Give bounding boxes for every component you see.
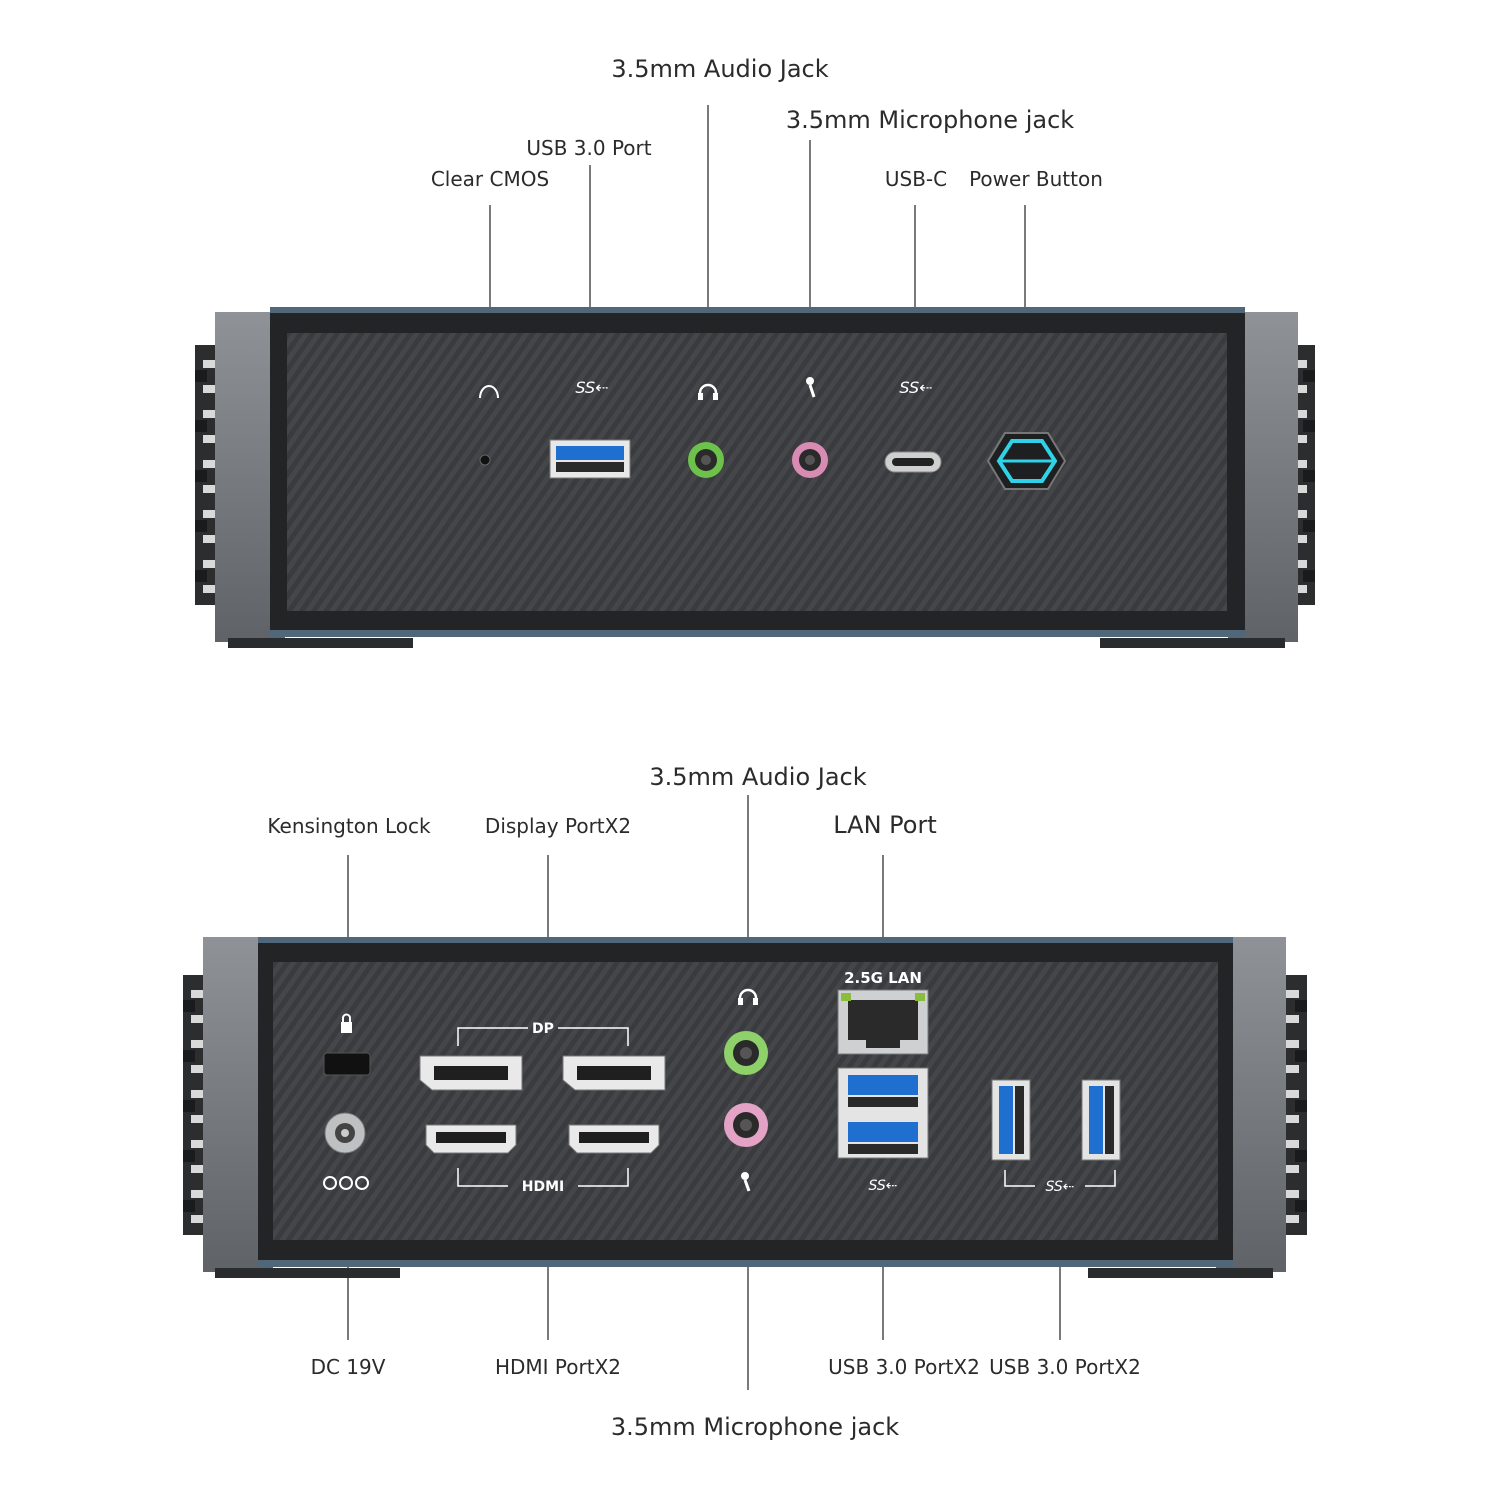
- lan-text: 2.5G LAN: [844, 969, 922, 987]
- label-lan-port: LAN Port: [833, 811, 937, 839]
- label-front-mic-jack: 3.5mm Microphone jack: [785, 106, 1075, 134]
- label-dc-19v: DC 19V: [310, 1355, 386, 1379]
- hdmi-text: HDMI: [522, 1179, 564, 1195]
- dp-text: DP: [532, 1021, 554, 1037]
- label-usb-stack: USB 3.0 PortX2: [828, 1355, 980, 1379]
- back-device: DP HDMI 2.5G LAN: [183, 795, 1307, 1390]
- label-back-mic-jack: 3.5mm Microphone jack: [610, 1413, 900, 1441]
- hdmi-bracket: [457, 1168, 629, 1187]
- dc-polarity-icon: [323, 1176, 369, 1190]
- label-displayport: Display PortX2: [484, 814, 632, 838]
- back-panel: [273, 962, 1218, 1240]
- usb-stack-ss-icon: SS⇠: [868, 1178, 897, 1194]
- usb-pair-ss-icon: SS⇠: [1045, 1179, 1074, 1195]
- label-front-usb30: USB 3.0 Port: [526, 136, 652, 160]
- usb-ss-icon: SS⇠: [575, 378, 608, 397]
- clear-cmos-icon: [479, 385, 499, 399]
- lock-icon: [341, 1022, 352, 1033]
- usb-bracket: [1004, 1170, 1116, 1187]
- headphone-icon: [698, 383, 718, 398]
- label-back-audio-jack: 3.5mm Audio Jack: [649, 763, 867, 791]
- clear-cmos-hole[interactable]: [479, 454, 491, 466]
- microphone-icon: [806, 377, 814, 385]
- kensington-slot[interactable]: [323, 1052, 371, 1076]
- label-usb-vertical: USB 3.0 PortX2: [989, 1355, 1141, 1379]
- front-panel: [287, 333, 1227, 611]
- usbc-ss-icon: SS⇠: [899, 378, 932, 397]
- label-front-audio-jack: 3.5mm Audio Jack: [611, 55, 829, 83]
- front-device: SS⇠ SS⇠: [195, 105, 1315, 648]
- label-kensington-lock: Kensington Lock: [267, 814, 431, 838]
- back-headphone-icon: [738, 988, 758, 1003]
- label-power-button: Power Button: [969, 167, 1103, 191]
- label-usbc: USB-C: [884, 167, 948, 191]
- label-clear-cmos: Clear CMOS: [430, 167, 550, 191]
- dp-bracket: [457, 1027, 629, 1046]
- back-microphone-icon: [741, 1172, 749, 1180]
- label-hdmi: HDMI PortX2: [494, 1355, 622, 1379]
